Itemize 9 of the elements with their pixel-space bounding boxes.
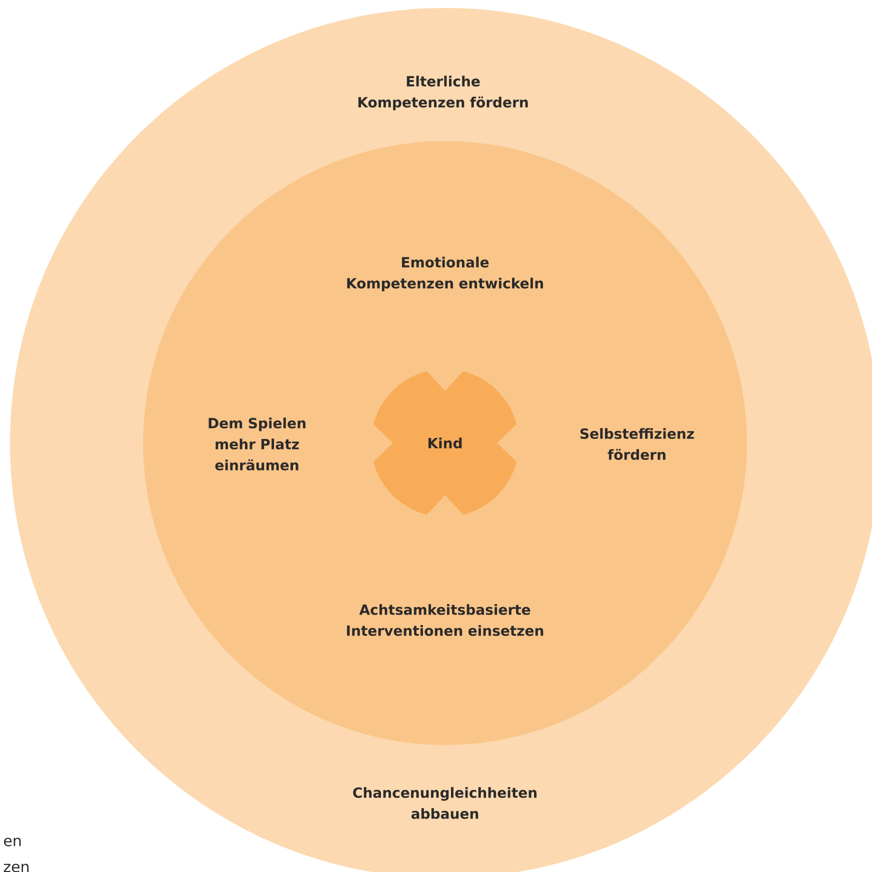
circle-text: Emotionale Kompetenzen entwickeln <box>347 256 543 292</box>
circle-text: Chancenungleichheiten abbauen <box>353 787 536 819</box>
circle-text: Dem Spielen mehr Platz einräumen <box>208 418 306 470</box>
circle-text: Achtsamkeitsbasierte Interventionen einsetzen <box>347 604 544 636</box>
fragment-text: zen <box>4 864 29 872</box>
circle-text: Elterliche Kompetenzen fördern <box>358 76 528 110</box>
fragment-text: en <box>4 838 21 846</box>
circle-text: Selbsteffizienz fördern <box>580 428 694 460</box>
circle-text: Kind <box>428 438 462 448</box>
